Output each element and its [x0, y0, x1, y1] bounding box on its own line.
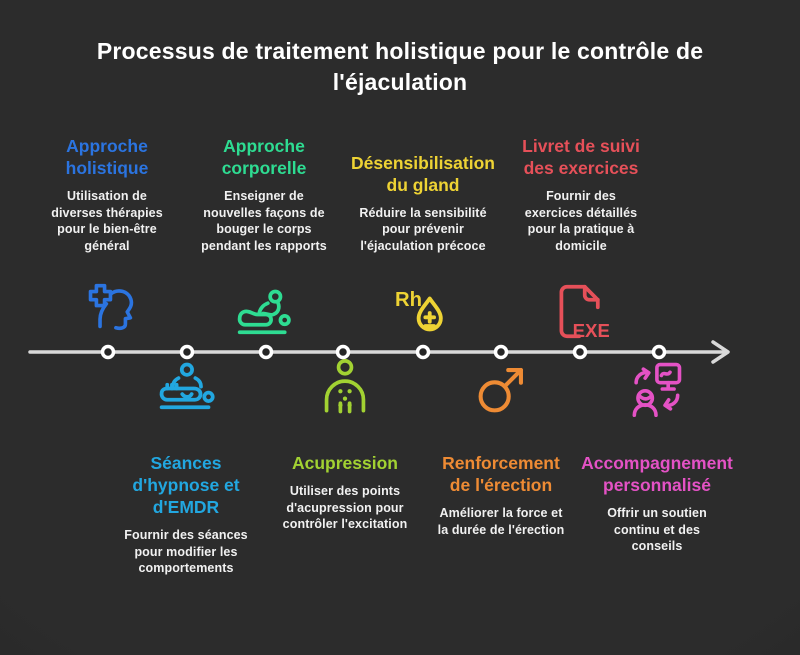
step-description: Améliorer la force et la durée de l'érec… — [437, 506, 565, 537]
body-massage-icon — [235, 289, 295, 338]
timeline-arrow — [28, 340, 730, 364]
male-symbol-icon — [472, 361, 530, 419]
therapy-table-icon — [156, 362, 216, 413]
step-approche-holistique: Approche holistique Utilisation de diver… — [22, 116, 192, 254]
step-description: Fournir des exercices détaillés pour la … — [524, 189, 638, 253]
timeline-nodes — [100, 344, 667, 360]
step-seances-hypnose-emdr: Séances d'hypnose et d'EMDR Fournir des … — [96, 452, 276, 577]
head-medical-cross-icon — [81, 282, 139, 340]
step-title: Livret de suivi des exercices — [522, 136, 640, 178]
acupressure-points-icon — [319, 359, 371, 418]
step-description: Réduire la sensibilité pour prévenir l'é… — [359, 205, 487, 253]
timeline-node — [572, 344, 588, 360]
rh-blood-drop-plus-minus-icon: Rh — [391, 285, 453, 341]
step-livret-suivi-exercices: Livret de suivi des exercices Fournir de… — [496, 116, 666, 254]
timeline-node — [335, 344, 351, 360]
step-accompagnement-personnalise: Accompagnement personnalisé Offrir un so… — [567, 452, 747, 555]
personalized-support-icon — [627, 361, 685, 417]
step-title: Approche corporelle — [221, 136, 307, 178]
step-desensibilisation-gland: Désensibilisation du gland Réduire la se… — [338, 116, 508, 254]
timeline-node — [493, 344, 509, 360]
timeline-node — [415, 344, 431, 360]
step-description: Offrir un soutien continu et des conseil… — [607, 506, 707, 553]
step-renforcement-erection: Renforcement de l'érection Améliorer la … — [411, 452, 591, 538]
step-description: Utiliser des points d'acupression pour c… — [282, 484, 408, 531]
step-approche-corporelle: Approche corporelle Enseigner de nouvell… — [179, 116, 349, 254]
step-description: Utilisation de diverses thérapies pour l… — [51, 189, 163, 253]
step-title: Acupression — [292, 453, 398, 473]
exe-file-icon: EXE — [553, 281, 609, 341]
rh-icon-label: Rh — [395, 289, 422, 311]
step-title: Renforcement de l'érection — [442, 453, 560, 495]
step-description: Fournir des séances pour modifier les co… — [124, 528, 248, 575]
timeline-line — [28, 340, 730, 364]
step-title: Approche holistique — [65, 136, 149, 178]
timeline-node — [258, 344, 274, 360]
step-title: Désensibilisation du gland — [351, 152, 495, 195]
step-title: Accompagnement personnalisé — [581, 453, 733, 495]
step-title: Séances d'hypnose et d'EMDR — [132, 453, 240, 517]
timeline-node — [179, 344, 195, 360]
page-title: Processus de traitement holistique pour … — [96, 38, 704, 95]
timeline-node — [651, 344, 667, 360]
exe-icon-label: EXE — [573, 320, 609, 341]
step-acupression: Acupression Utiliser des points d'acupre… — [255, 452, 435, 533]
step-description: Enseigner de nouvelles façons de bouger … — [201, 189, 327, 253]
timeline-node — [100, 344, 116, 360]
